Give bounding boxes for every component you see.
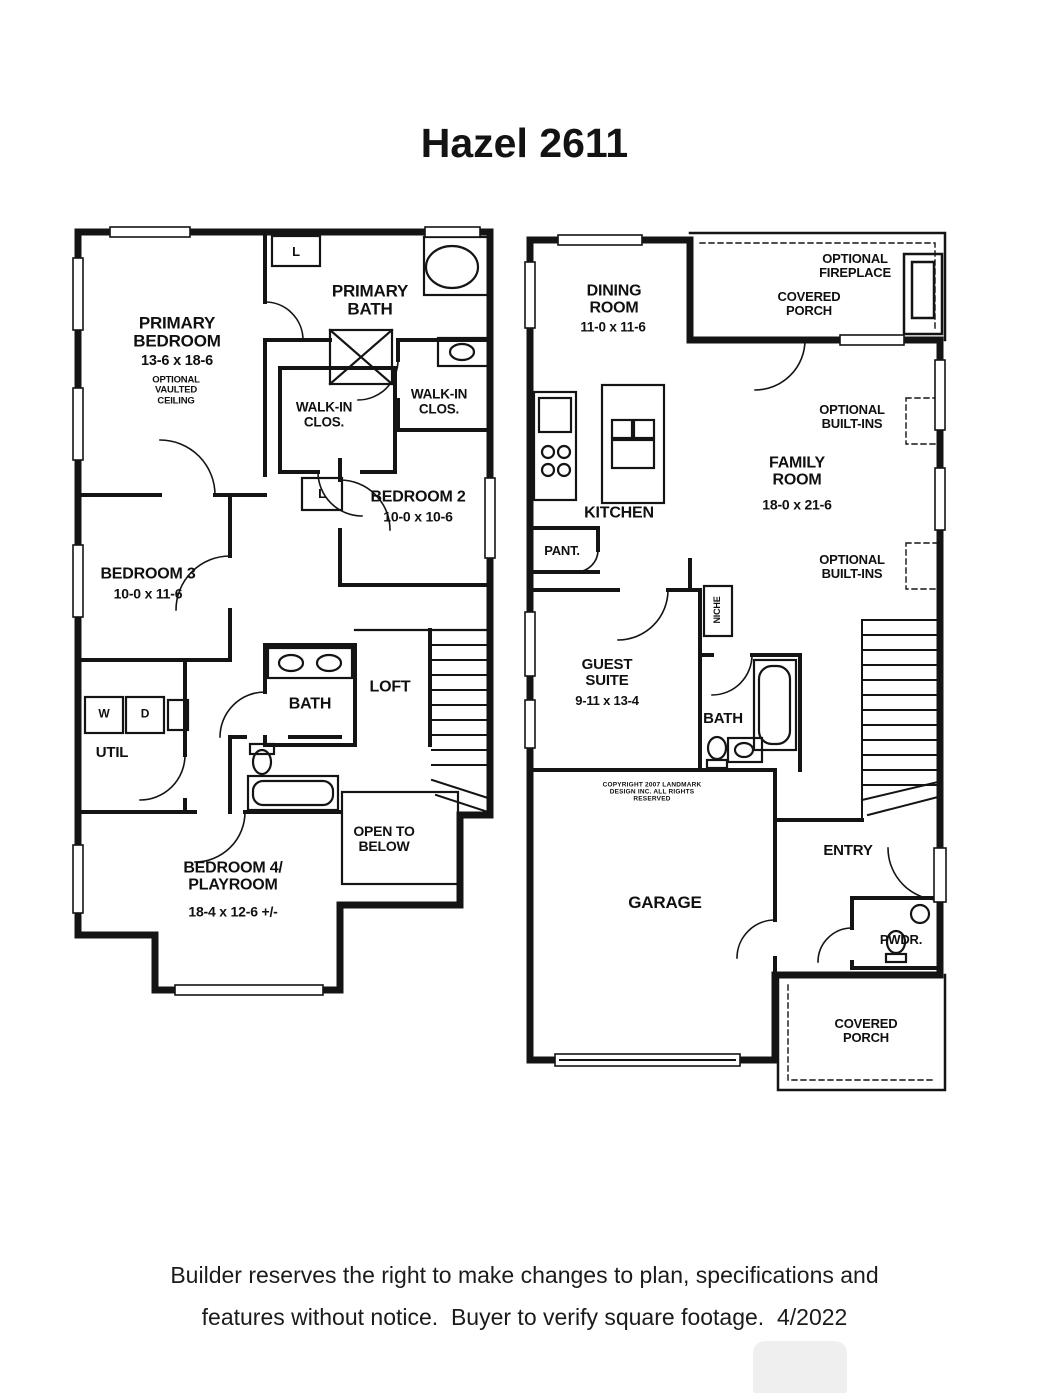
label-bedroom3-dims: 10-0 x 11-6 [113,585,183,602]
front-door-opening [933,847,947,903]
kitchen-counter [532,390,578,502]
floor2-fixtures [83,234,492,886]
label-kitchen: KITCHEN [584,504,654,522]
label-optional-builtins-bottom: OPTIONAL BUILT-INS [819,551,885,581]
label-guest-suite: GUEST SUITE [581,655,633,689]
label-linen1: L [292,243,300,259]
label-dryer: D [140,706,150,721]
floor1-fixtures [532,383,931,964]
label-family: FAMILY ROOM [769,454,825,489]
floor2-interior-walls [76,230,492,814]
footer-line2: features without notice. Buyer to verify… [201,1304,848,1330]
label-pantry: PANT. [544,542,580,558]
linen-closet2-box [300,476,344,512]
label-util: UTIL [95,743,129,761]
label-niche: NICHE [712,596,723,624]
label-bedroom4-dims: 18-4 x 12-6 +/- [188,903,278,920]
label-primary-bedroom-note: OPTIONAL VAULTED CEILING [152,374,200,407]
label-walkin-left: WALK-IN CLOS. [295,399,353,429]
fireplace-icon [902,252,944,336]
floor1-door-arcs [575,339,941,963]
label-bedroom2: BEDROOM 2 [370,488,466,506]
toilet-icon [251,748,273,776]
builtins-top-box [905,397,939,445]
watermark-shape [753,1341,847,1393]
guest-tub-icon [752,658,798,752]
footer-line1: Builder reserves the right to make chang… [170,1262,879,1288]
floor1-stairs [860,619,940,821]
floor2-exterior-walls [74,228,494,994]
label-loft: LOFT [369,678,411,696]
label-open-to-below: OPEN TO BELOW [353,822,415,854]
primary-vanity [436,336,492,368]
washer-box [83,695,125,735]
label-washer: W [98,706,110,721]
label-entry: ENTRY [823,841,873,859]
pwdr-sink-icon [909,903,931,925]
oven-icon [537,396,573,434]
primary-tub-icon [424,244,480,290]
page-title: Hazel 2611 [420,120,629,166]
shower-icon [328,328,394,386]
floor2-plan [72,226,496,996]
porch-outlines [688,231,947,1092]
guest-vanity [726,736,764,764]
dryer-box [124,695,166,735]
label-primary-bedroom: PRIMARY BEDROOM [133,313,221,351]
label-optional-fireplace: OPTIONAL FIREPLACE [819,250,891,280]
label-pwdr: PWDR. [879,931,923,947]
floor1-plan [524,231,947,1092]
floor2-stairs [430,644,490,814]
floor2-windows [72,226,496,996]
bath2-vanity [266,646,354,680]
floor2-door-arcs [139,301,399,863]
label-dining-dims: 11-0 x 11-6 [580,319,646,335]
niche-box [702,584,734,638]
guest-toilet-icon [706,735,728,761]
label-bedroom4: BEDROOM 4/ PLAYROOM [183,859,283,894]
label-garage: GARAGE [628,892,702,912]
label-primary-bedroom-dims: 13-6 x 18-6 [141,353,213,370]
label-walkin-right: WALK-IN CLOS. [410,386,468,416]
label-bath-floor1: BATH [703,709,743,727]
label-bedroom2-dims: 10-0 x 10-6 [383,508,453,525]
label-family-dims: 18-0 x 21-6 [762,496,832,513]
util-sink [166,698,190,732]
label-dining: DINING ROOM [586,282,642,317]
open-to-below-rail [340,790,460,886]
tub-icon [246,774,340,812]
label-copyright: COPYRIGHT 2007 LANDMARK DESIGN INC. ALL … [602,781,702,803]
floor1-interior-walls [528,526,937,977]
label-bedroom3: BEDROOM 3 [100,565,196,583]
label-linen2: L [318,485,326,501]
linen-closet-box [270,234,322,268]
floor1-windows [524,234,947,1067]
label-optional-builtins-top: OPTIONAL BUILT-INS [819,401,885,431]
label-covered-porch-bottom: COVERED PORCH [834,1015,898,1045]
label-covered-porch-top: COVERED PORCH [777,288,841,318]
builtins-bottom-box [905,542,939,590]
label-bath-floor2: BATH [288,695,332,713]
label-primary-bath: PRIMARY BATH [331,281,409,319]
label-guest-suite-dims: 9-11 x 13-4 [575,692,639,708]
kitchen-island [600,383,666,505]
